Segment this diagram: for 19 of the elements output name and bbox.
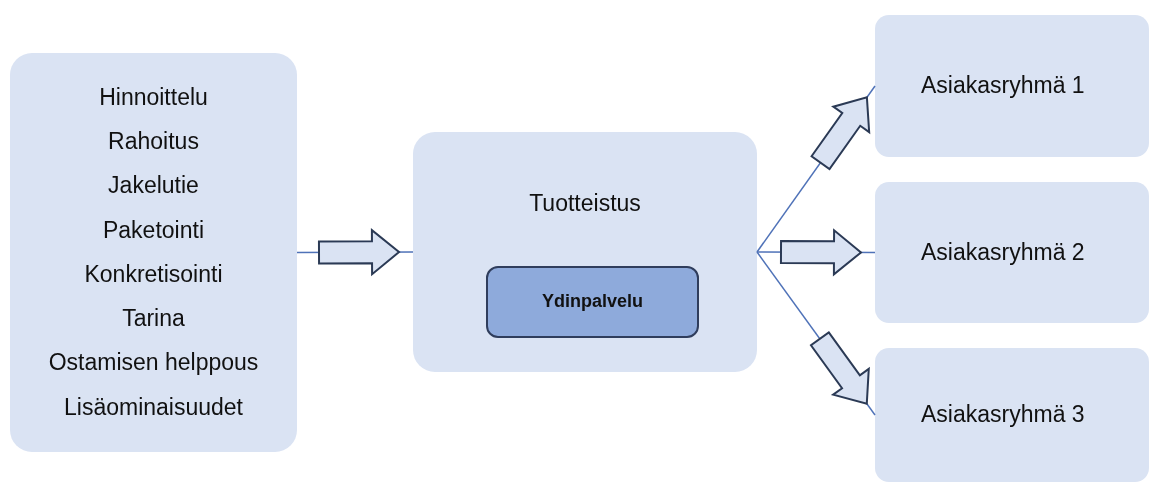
list-item: Konkretisointi: [84, 260, 223, 289]
list-item: Ostamisen helppous: [48, 349, 259, 377]
box-label: Ydinpalvelu: [542, 291, 643, 313]
list-item: Paketointi: [103, 216, 204, 245]
core-service-box: [486, 266, 699, 338]
rounded-box: [875, 348, 1149, 482]
box-title: Asiakasryhmä 1: [921, 72, 1085, 100]
rounded-box: [413, 132, 757, 372]
box-title: Tuotteistus: [529, 190, 641, 218]
rounded-box: [875, 15, 1149, 157]
list-item: Jakelutie: [108, 172, 199, 200]
list-item: Lisäominaisuudet: [64, 393, 243, 422]
box-title: Asiakasryhmä 3: [921, 401, 1085, 429]
list-item: Tarina: [122, 305, 185, 333]
rounded-box: [875, 182, 1149, 323]
rounded-box: [10, 53, 297, 452]
list-item: Hinnoittelu: [99, 83, 208, 112]
list-item: Rahoitus: [108, 127, 199, 156]
box-title: Asiakasryhmä 2: [921, 238, 1085, 267]
